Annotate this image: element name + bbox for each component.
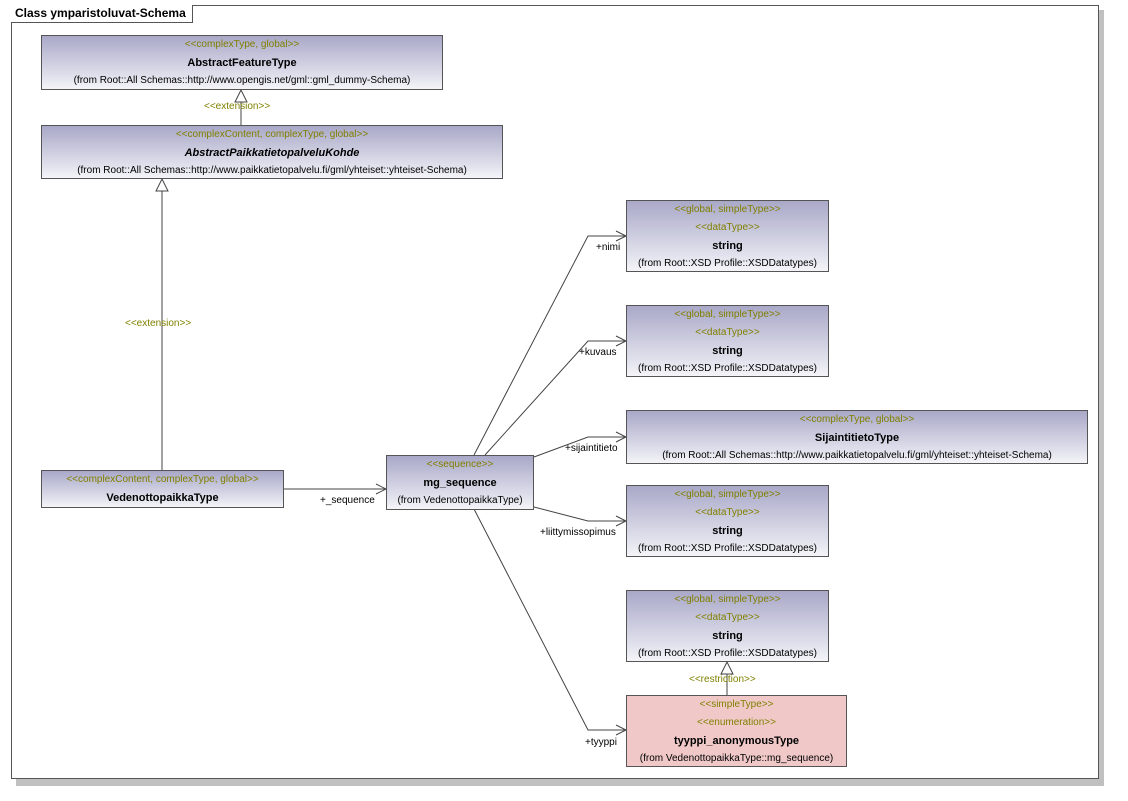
stereotype: <<enumeration>> [697,717,776,728]
class-origin: (from Root::XSD Profile::XSDDatatypes) [638,648,817,659]
role-nimi: +nimi [596,242,621,253]
stereotype: <<simpleType>> [699,699,774,710]
class-origin: (from Root::All Schemas::http://www.paik… [662,450,1052,461]
class-origin: (from Root::All Schemas::http://www.paik… [77,165,467,176]
class-name: string [712,525,743,537]
stereotype: <<dataType>> [695,327,760,338]
class-string-base[interactable]: <<global, simpleType>> <<dataType>> stri… [626,590,829,662]
class-vedenottopaikka-type[interactable]: <<complexContent, complexType, global>> … [41,470,284,508]
role-kuvaus: +kuvaus [579,347,617,358]
role-sijaintitieto: +sijaintitieto [565,443,618,454]
restriction-label: <<restriction>> [689,674,756,685]
class-origin: (from VedenottopaikkaType::mg_sequence) [639,753,834,764]
class-tyyppi-anonymous-type[interactable]: <<simpleType>> <<enumeration>> tyyppi_an… [626,695,847,767]
class-name: mg_sequence [423,477,497,489]
stereotype: <<global, simpleType>> [674,309,781,320]
stereotype: <<sequence>> [426,459,494,470]
class-abstract-feature-type[interactable]: <<complexType, global>> AbstractFeatureT… [41,35,443,90]
class-abstract-paikkatietopalvelu-kohde[interactable]: <<complexContent, complexType, global>> … [41,125,503,179]
class-name: tyyppi_anonymousType [673,735,800,747]
role-tyyppi: +tyyppi [585,737,617,748]
class-string-kuvaus[interactable]: <<global, simpleType>> <<dataType>> stri… [626,305,829,377]
stereotype: <<complexContent, complexType, global>> [66,474,259,485]
class-origin: (from VedenottopaikkaType) [397,495,523,506]
extension-label-1: <<extension>> [204,101,271,112]
class-name: string [712,240,743,252]
stereotype: <<dataType>> [695,222,760,233]
class-sijaintitieto-type[interactable]: <<complexType, global>> SijaintitietoTyp… [626,410,1088,464]
class-origin: (from Root::All Schemas::http://www.open… [73,75,411,86]
class-name: VedenottopaikkaType [106,492,219,504]
class-mg-sequence[interactable]: <<sequence>> mg_sequence (from Vedenotto… [386,455,534,510]
stereotype: <<complexContent, complexType, global>> [175,129,369,140]
stereotype: <<global, simpleType>> [674,594,781,605]
nimi-association-line [473,235,626,456]
role-liittymissopimus: +liittymissopimus [540,527,616,538]
class-string-liittymissopimus[interactable]: <<global, simpleType>> <<dataType>> stri… [626,485,829,557]
class-origin: (from Root::XSD Profile::XSDDatatypes) [638,363,817,374]
liittymissopimus-association-line [533,506,626,522]
class-origin: (from Root::XSD Profile::XSDDatatypes) [638,258,817,269]
class-string-nimi[interactable]: <<global, simpleType>> <<dataType>> stri… [626,200,829,272]
tyyppi-association-line [473,508,626,731]
stereotype: <<complexType, global>> [799,414,915,425]
generalization-arrow-2 [155,177,169,192]
class-origin: (from Root::XSD Profile::XSDDatatypes) [638,543,817,554]
role-sequence: +_sequence [320,495,375,506]
stereotype: <<dataType>> [695,612,760,623]
sijaintitieto-association-line [533,436,626,458]
class-name: AbstractFeatureType [187,57,297,69]
stereotype: <<complexType, global>> [184,39,300,50]
class-name: AbstractPaikkatietopalveluKohde [184,147,360,159]
generalization-arrow-3 [720,660,734,675]
stereotype: <<global, simpleType>> [674,204,781,215]
stereotype: <<dataType>> [695,507,760,518]
extension-label-2: <<extension>> [125,318,192,329]
stereotype: <<global, simpleType>> [674,489,781,500]
generalization-arrow-1 [234,88,248,103]
class-name: string [712,345,743,357]
class-name: string [712,630,743,642]
diagram-title: Class ymparistoluvat-Schema [11,5,193,23]
class-name: SijaintitietoType [814,432,900,444]
kuvaus-association-line [484,340,626,456]
